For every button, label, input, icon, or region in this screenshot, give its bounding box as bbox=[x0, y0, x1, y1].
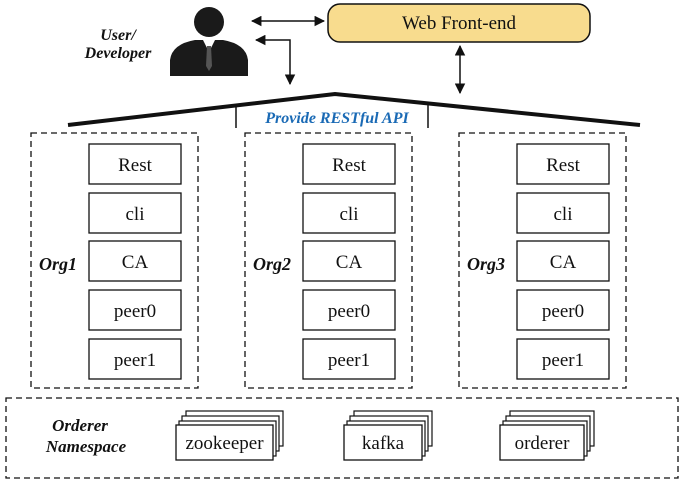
component-box bbox=[302, 289, 396, 331]
component-label: peer0 bbox=[328, 301, 370, 322]
component-box bbox=[516, 192, 610, 234]
orderer-service-stack: orderer bbox=[499, 410, 595, 461]
component-label: CA bbox=[336, 252, 363, 273]
orderer-label-line2: Namespace bbox=[45, 437, 127, 456]
user-silhouette-icon bbox=[170, 7, 248, 76]
component-label: peer0 bbox=[542, 301, 584, 322]
orderer-service-stack: kafka bbox=[343, 410, 433, 461]
org-label: Org3 bbox=[467, 254, 505, 274]
actor-label-line1: User/ bbox=[100, 27, 137, 44]
component-box bbox=[302, 240, 396, 282]
orderer-service-box bbox=[343, 424, 423, 461]
component-box bbox=[88, 289, 182, 331]
api-roof-line bbox=[67, 91, 641, 127]
restful-api-label: Provide RESTful API bbox=[264, 110, 409, 127]
component-label: cli bbox=[554, 204, 573, 225]
web-frontend-label: Web Front-end bbox=[402, 13, 517, 34]
org-label: Org2 bbox=[253, 254, 291, 274]
orderer-frame bbox=[5, 397, 679, 479]
orderer-service-label: zookeeper bbox=[185, 433, 264, 454]
orderer-service-box bbox=[499, 424, 585, 461]
component-label: peer1 bbox=[328, 350, 370, 371]
component-label: Rest bbox=[118, 155, 153, 176]
web-frontend-box bbox=[327, 3, 591, 43]
component-box bbox=[516, 143, 610, 185]
component-box bbox=[516, 338, 610, 380]
orderer-service-box bbox=[175, 424, 274, 461]
component-label: peer0 bbox=[114, 301, 156, 322]
component-label: cli bbox=[126, 204, 145, 225]
component-box bbox=[302, 143, 396, 185]
actor-label-line2: Developer bbox=[84, 45, 152, 62]
component-label: cli bbox=[340, 204, 359, 225]
component-box bbox=[88, 143, 182, 185]
org-frame bbox=[458, 132, 627, 389]
component-label: Rest bbox=[332, 155, 367, 176]
component-box bbox=[88, 338, 182, 380]
component-box bbox=[516, 240, 610, 282]
component-box bbox=[516, 289, 610, 331]
org-frame bbox=[244, 132, 413, 389]
component-box bbox=[302, 192, 396, 234]
orderer-service-label: orderer bbox=[515, 433, 571, 454]
component-box bbox=[88, 240, 182, 282]
component-label: peer1 bbox=[542, 350, 584, 371]
component-label: CA bbox=[550, 252, 577, 273]
orderer-service-stack: zookeeper bbox=[175, 410, 284, 461]
orderer-label-line1: Orderer bbox=[52, 416, 108, 435]
org-label: Org1 bbox=[39, 254, 77, 274]
orderer-service-label: kafka bbox=[362, 433, 405, 454]
component-label: peer1 bbox=[114, 350, 156, 371]
component-box bbox=[88, 192, 182, 234]
component-box bbox=[302, 338, 396, 380]
component-label: Rest bbox=[546, 155, 581, 176]
component-label: CA bbox=[122, 252, 149, 273]
user-api-arrow bbox=[254, 34, 296, 86]
org-frame bbox=[30, 132, 199, 389]
